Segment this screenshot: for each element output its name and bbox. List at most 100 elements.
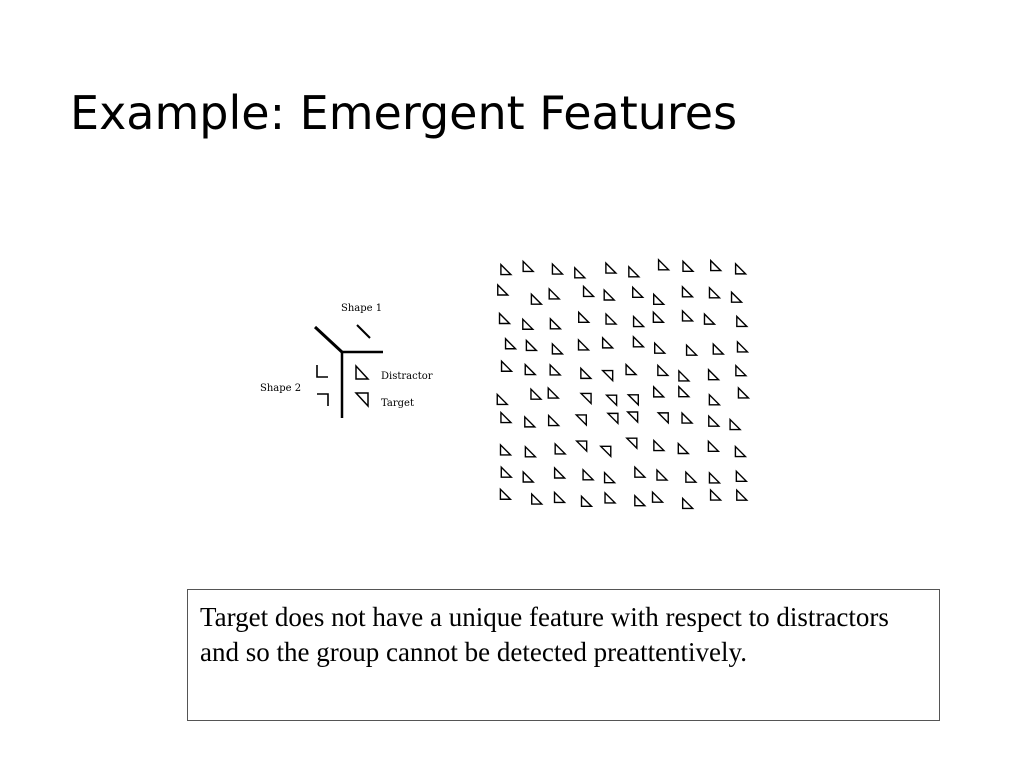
distractor-triangle xyxy=(500,262,513,276)
distractor-triangle xyxy=(524,445,538,458)
target-triangle xyxy=(574,440,588,453)
distractor-triangle xyxy=(730,290,744,303)
distractor-triangle-icon xyxy=(355,364,370,380)
distractor-triangle xyxy=(632,335,646,348)
distractor-triangle xyxy=(553,490,567,504)
shape1-diagonal-icon xyxy=(356,324,371,339)
distractor-triangle xyxy=(553,466,567,479)
shape2-label: Shape 2 xyxy=(260,383,301,394)
distractor-triangle xyxy=(656,468,669,481)
distractor-triangle xyxy=(582,468,595,481)
distractor-triangle xyxy=(578,310,591,324)
distractor-triangle xyxy=(632,285,645,299)
distractor-triangle xyxy=(632,314,646,328)
target-triangle xyxy=(626,394,639,407)
distractor-triangle xyxy=(500,410,513,424)
distractor-triangle xyxy=(652,310,666,323)
caption-text: Target does not have a unique feature wi… xyxy=(200,602,889,667)
distractor-triangle xyxy=(681,411,694,424)
distractor-triangle xyxy=(524,362,537,376)
distractor-triangle xyxy=(603,288,616,301)
distractor-triangle xyxy=(681,309,695,322)
stimulus-triangle-grid xyxy=(496,258,751,510)
target-triangle xyxy=(656,412,669,425)
slide-title: Example: Emergent Features xyxy=(70,86,738,140)
distractor-triangle xyxy=(707,439,721,452)
distractor-triangle xyxy=(703,312,717,325)
distractor-triangle xyxy=(601,336,615,349)
distractor-triangle xyxy=(603,470,617,484)
distractor-triangle xyxy=(653,292,666,306)
distractor-triangle xyxy=(498,311,512,325)
distractor-triangle xyxy=(522,317,535,330)
distractor-triangle xyxy=(574,266,587,279)
distractor-triangle xyxy=(735,364,748,377)
distractor-triangle xyxy=(605,312,618,325)
distractor-triangle xyxy=(709,488,723,501)
distractor-triangle xyxy=(628,265,641,278)
distractor-triangle xyxy=(547,413,561,427)
distractor-triangle xyxy=(605,261,618,274)
distractor-triangle xyxy=(549,363,562,376)
target-triangle xyxy=(599,445,612,459)
distractor-triangle xyxy=(547,386,560,399)
distractor-triangle xyxy=(734,444,748,458)
distractor-triangle xyxy=(677,441,690,455)
distractor-triangle xyxy=(708,471,722,484)
caption-box: Target does not have a unique feature wi… xyxy=(187,589,940,721)
distractor-triangle xyxy=(712,342,725,355)
target-triangle xyxy=(606,412,619,426)
distractor-triangle xyxy=(657,363,670,377)
distractor-triangle xyxy=(651,490,665,503)
distractor-triangle xyxy=(530,292,544,305)
distractor-triangle xyxy=(652,385,666,398)
distractor-triangle xyxy=(685,343,699,356)
distractor-triangle xyxy=(554,442,567,455)
distractor-triangle xyxy=(681,496,695,510)
distractor-triangle xyxy=(737,386,751,399)
distractor-triangle xyxy=(496,392,509,406)
distractor-triangle xyxy=(500,465,513,478)
distractor-triangle xyxy=(710,258,723,272)
distractor-triangle xyxy=(685,470,698,483)
shape1-label: Shape 1 xyxy=(341,303,382,314)
distractor-triangle xyxy=(582,284,596,298)
target-triangle xyxy=(600,369,614,383)
distractor-label: Distractor xyxy=(381,371,433,382)
distractor-triangle xyxy=(736,314,749,328)
distractor-triangle xyxy=(551,262,565,275)
target-label: Target xyxy=(381,398,414,409)
distractor-triangle xyxy=(549,317,563,330)
target-triangle xyxy=(604,394,618,407)
distractor-triangle xyxy=(681,285,695,298)
distractor-triangle xyxy=(708,286,722,299)
distractor-triangle xyxy=(653,438,666,452)
distractor-triangle xyxy=(734,262,748,275)
distractor-triangle xyxy=(577,338,591,351)
target-triangle-icon xyxy=(354,392,369,408)
legend-diagonal-divider xyxy=(313,325,345,355)
distractor-triangle xyxy=(500,359,514,372)
target-triangle xyxy=(625,411,639,424)
distractor-triangle xyxy=(497,283,510,296)
distractor-triangle xyxy=(604,491,617,504)
distractor-triangle xyxy=(678,385,691,398)
distractor-triangle xyxy=(736,488,749,501)
target-triangle xyxy=(574,414,588,427)
distractor-triangle xyxy=(580,366,593,380)
distractor-triangle xyxy=(625,362,638,376)
distractor-triangle xyxy=(551,342,565,355)
distractor-triangle xyxy=(654,341,667,354)
distractor-triangle xyxy=(499,443,513,456)
distractor-triangle xyxy=(531,492,544,505)
distractor-triangle xyxy=(522,259,535,273)
distractor-triangle xyxy=(504,337,518,350)
distractor-triangle xyxy=(522,470,535,483)
distractor-triangle xyxy=(708,414,721,427)
shape2-corner-top-right-icon xyxy=(317,393,329,406)
distractor-triangle xyxy=(580,494,594,508)
distractor-triangle xyxy=(682,259,695,273)
distractor-triangle xyxy=(735,469,749,482)
distractor-triangle xyxy=(499,487,513,500)
distractor-triangle xyxy=(530,387,543,400)
